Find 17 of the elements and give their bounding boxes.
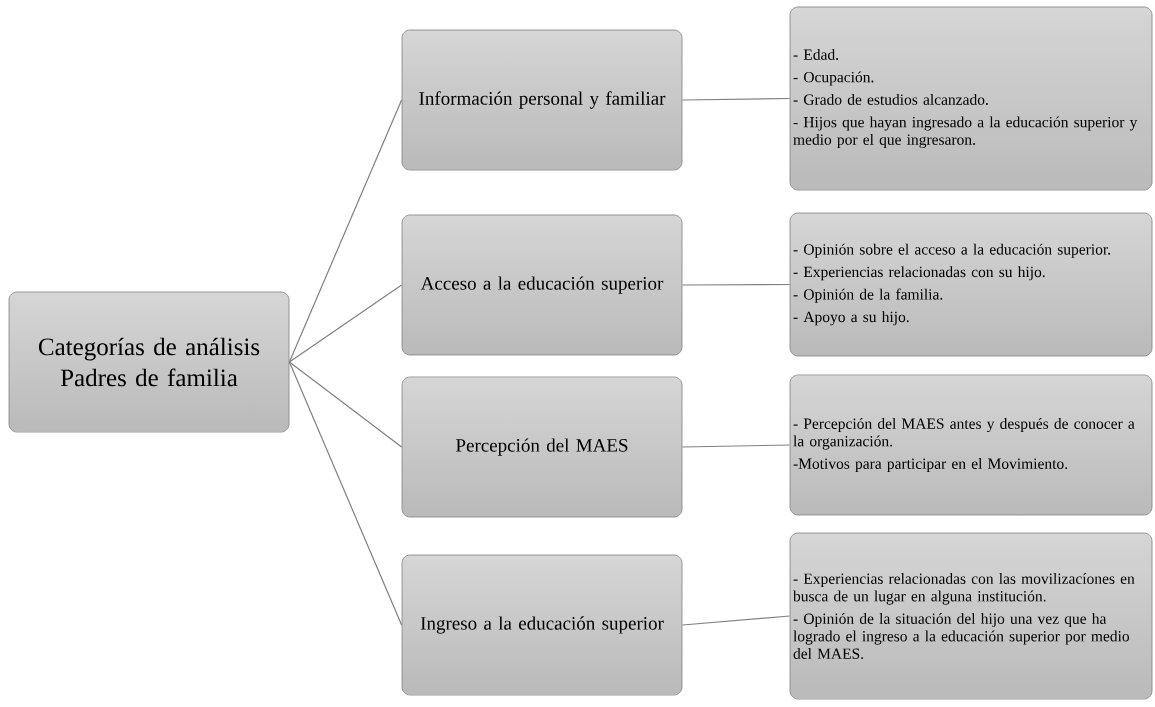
category-box: Categorías de análisis Padres de familia xyxy=(8,291,290,433)
detail-box: - Opinión sobre el acceso a la educación superior. - Experiencias relacionadas con su hijo. - Opinión de la familia. - Apoyo a su hijo. xyxy=(789,212,1153,357)
connector-line xyxy=(288,284,403,363)
connector-line xyxy=(288,361,403,448)
connector-line xyxy=(288,361,403,626)
connector-line xyxy=(681,97,791,101)
category-box: Percepción del MAES xyxy=(401,376,683,518)
connector-line xyxy=(681,615,791,626)
category-box: Información personal y familiar xyxy=(401,29,683,171)
category-box: Acceso a la educación superior xyxy=(401,214,683,356)
detail-box: - Edad. - Ocupación. - Grado de estudios alcanzado. - Hijos que hayan ingresado a la educación superior y medio por el que ingresaron. xyxy=(789,6,1153,191)
detail-box: - Experiencias relacionadas con las movilizacíones en busca de un lugar en alguna institución. - Opinión de la situación del hijo una vez que ha logrado el ingreso a la educación superior por medio del MAES. xyxy=(789,532,1153,700)
connector-line xyxy=(681,283,791,286)
category-box: Ingreso a la educación superior xyxy=(401,554,683,696)
detail-box: - Percepción del MAES antes y después de conocer a la organización. -Motivos para participar en el Movimiento. xyxy=(789,374,1153,516)
connector-line xyxy=(681,444,791,448)
connector-line xyxy=(288,99,403,363)
